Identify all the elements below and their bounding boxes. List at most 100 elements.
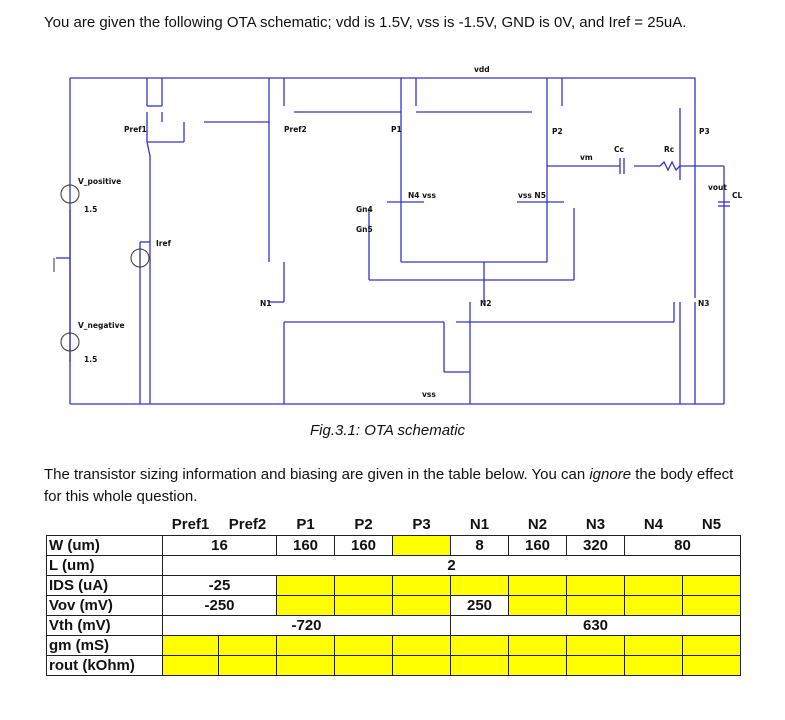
col-header: Pref1 [171, 515, 210, 533]
label-n4vss: N4 vss [408, 191, 436, 200]
label-pref1: Pref1 [124, 125, 147, 134]
table-cell: 2 [162, 555, 741, 576]
table-cell-empty[interactable] [450, 655, 509, 676]
label-vm: vm [580, 153, 593, 162]
row-label: L (um) [46, 555, 163, 576]
table-cell-empty[interactable] [508, 655, 567, 676]
table-cell-empty[interactable] [624, 575, 683, 596]
table-cell-empty[interactable] [682, 595, 741, 616]
table-cell-empty[interactable] [682, 655, 741, 676]
label-p3: P3 [699, 127, 710, 136]
label-v-pos-val: 1.5 [84, 205, 97, 214]
table-intro-text: The transistor sizing information and bi… [44, 464, 744, 508]
row-label: W (um) [46, 535, 163, 556]
label-v-negative: V_negative [78, 321, 125, 330]
table-cell: 250 [450, 595, 509, 616]
label-cc: Cc [614, 145, 624, 154]
table-intro-part1: The transistor sizing information and bi… [44, 466, 590, 483]
label-cl: CL [732, 191, 743, 200]
table-cell: 160 [276, 535, 335, 556]
table-cell-empty[interactable] [276, 575, 335, 596]
row-label: Vov (mV) [46, 595, 163, 616]
table-cell-empty[interactable] [682, 575, 741, 596]
table-cell: -250 [162, 595, 277, 616]
table-cell-empty[interactable] [566, 655, 625, 676]
table-cell-empty[interactable] [508, 595, 567, 616]
table-cell: -25 [162, 575, 277, 596]
label-gn4: Gn4 [356, 205, 373, 214]
table-cell-empty[interactable] [450, 635, 509, 656]
label-vdd: vdd [474, 65, 490, 74]
table-cell-empty[interactable] [392, 595, 451, 616]
table-row: IDS (uA) -25 [46, 575, 741, 596]
table-cell-empty[interactable] [392, 575, 451, 596]
table-cell-empty[interactable] [334, 575, 393, 596]
label-iref: Iref [156, 239, 172, 248]
table-cell: 630 [450, 615, 741, 636]
col-header: N5 [701, 515, 722, 533]
table-cell-empty[interactable] [218, 635, 277, 656]
table-cell-empty[interactable] [624, 635, 683, 656]
table-cell-empty[interactable] [334, 595, 393, 616]
table-cell-empty[interactable] [392, 635, 451, 656]
table-cell-empty[interactable] [162, 635, 219, 656]
label-n2: N2 [480, 299, 492, 308]
table-cell-empty[interactable] [624, 655, 683, 676]
table-row: Vov (mV) -250 250 [46, 595, 741, 616]
table-row: rout (kOhm) [46, 655, 741, 676]
row-label: rout (kOhm) [46, 655, 163, 676]
label-n3: N3 [698, 299, 710, 308]
table-row: gm (mS) [46, 635, 741, 656]
table-cell-empty[interactable] [334, 655, 393, 676]
table-cell-empty[interactable] [508, 575, 567, 596]
col-header: N4 [643, 515, 664, 533]
table-row: W (um) 16 160 160 8 160 320 80 [46, 535, 741, 556]
row-label: gm (mS) [46, 635, 163, 656]
table-header-row: Pref1 Pref2 P1 P2 P3 N1 N2 N3 N4 N5 [47, 513, 741, 536]
col-header: Pref2 [228, 515, 267, 533]
col-header: P1 [296, 515, 315, 533]
table-cell-empty[interactable] [276, 655, 335, 676]
table-row: L (um) 2 [46, 555, 741, 576]
table-cell: 320 [566, 535, 625, 556]
col-header: N1 [469, 515, 490, 533]
table-cell-empty[interactable] [450, 575, 509, 596]
label-p2: P2 [552, 127, 563, 136]
table-cell-empty[interactable] [334, 635, 393, 656]
table-cell-empty[interactable] [682, 635, 741, 656]
table-intro-part2: the body effect for this whole question. [44, 466, 734, 505]
figure-caption: Fig.3.1: OTA schematic [310, 422, 466, 439]
table-row: Vth (mV) -720 630 [46, 615, 741, 636]
table-cell: 16 [162, 535, 277, 556]
label-vout: vout [708, 183, 727, 192]
table-cell-empty[interactable] [218, 655, 277, 676]
label-v-positive: V_positive [78, 177, 121, 186]
col-header: P3 [412, 515, 431, 533]
table-cell-empty[interactable] [566, 595, 625, 616]
table-cell: -720 [162, 615, 451, 636]
table-cell-empty[interactable] [624, 595, 683, 616]
table-intro-emphasis: ignore [589, 466, 632, 483]
table-cell-empty[interactable] [508, 635, 567, 656]
label-vssn5: vss N5 [518, 191, 546, 200]
col-header: P2 [354, 515, 373, 533]
label-gn5: Gn5 [356, 225, 373, 234]
label-n1: N1 [260, 299, 272, 308]
table-cell: 8 [450, 535, 509, 556]
table-cell: 80 [624, 535, 741, 556]
table-cell-empty[interactable] [392, 535, 451, 556]
table-cell-empty[interactable] [566, 635, 625, 656]
table-cell-empty[interactable] [566, 575, 625, 596]
label-rc: Rc [664, 145, 674, 154]
table-cell-empty[interactable] [276, 635, 335, 656]
table-cell: 160 [508, 535, 567, 556]
table-cell-empty[interactable] [162, 655, 219, 676]
transistor-table: Pref1 Pref2 P1 P2 P3 N1 N2 N3 N4 N5 W (u… [46, 513, 741, 676]
label-vss: vss [422, 390, 436, 399]
label-p1: P1 [391, 125, 402, 134]
table-cell: 160 [334, 535, 393, 556]
table-cell-empty[interactable] [392, 655, 451, 676]
label-v-neg-val: 1.5 [84, 355, 97, 364]
row-label: Vth (mV) [46, 615, 163, 636]
table-cell-empty[interactable] [276, 595, 335, 616]
